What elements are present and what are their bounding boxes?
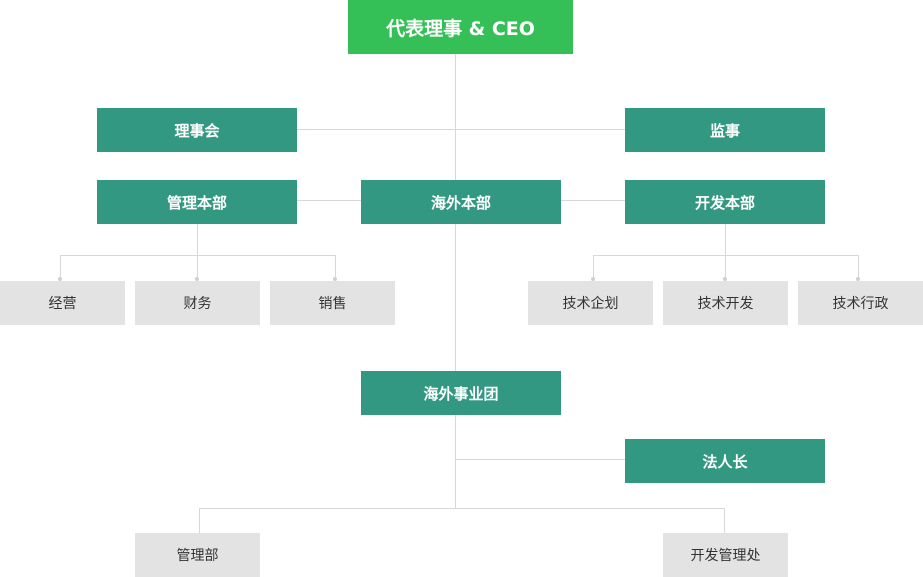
- connector-dot: [333, 277, 337, 281]
- ceo-box: 代表理事 & CEO: [348, 0, 573, 54]
- connector-development-drop-2: [725, 255, 726, 281]
- development-hq-box: 开发本部: [625, 180, 825, 224]
- connector-corporate-head: [455, 459, 625, 460]
- connector-management-down: [197, 224, 198, 256]
- management-hq-box: 管理本部: [97, 180, 297, 224]
- auditor-box: 监事: [625, 108, 825, 152]
- connector-division-bus: [199, 508, 725, 509]
- connector-dot: [591, 277, 595, 281]
- development-dept-box: 技术行政: [798, 281, 923, 325]
- connector-development-down: [725, 224, 726, 256]
- connector-management-drop-3: [335, 255, 336, 281]
- connector-ceo-trunk: [455, 54, 456, 508]
- connector-development-bus: [593, 255, 859, 256]
- connector-management-drop-1: [60, 255, 61, 281]
- connector-dot: [58, 277, 62, 281]
- management-dept-box: 销售: [270, 281, 395, 325]
- overseas-hq-box: 海外本部: [361, 180, 561, 224]
- connector-division-drop-1: [199, 508, 200, 533]
- corporate-head-box: 法人长: [625, 439, 825, 483]
- board-box: 理事会: [97, 108, 297, 152]
- connector-board-auditor: [297, 129, 625, 130]
- division-dept-box: 开发管理处: [663, 533, 788, 577]
- overseas-division-box: 海外事业团: [361, 371, 561, 415]
- management-dept-box: 财务: [135, 281, 260, 325]
- connector-dot: [723, 277, 727, 281]
- division-dept-box: 管理部: [135, 533, 260, 577]
- development-dept-box: 技术企划: [528, 281, 653, 325]
- connector-development-drop-3: [858, 255, 859, 281]
- connector-management-bus: [60, 255, 336, 256]
- development-dept-box: 技术开发: [663, 281, 788, 325]
- management-dept-box: 经营: [0, 281, 125, 325]
- connector-dot: [856, 277, 860, 281]
- connector-management-drop-2: [197, 255, 198, 281]
- connector-development-drop-1: [593, 255, 594, 281]
- connector-dot: [195, 277, 199, 281]
- connector-division-drop-2: [724, 508, 725, 533]
